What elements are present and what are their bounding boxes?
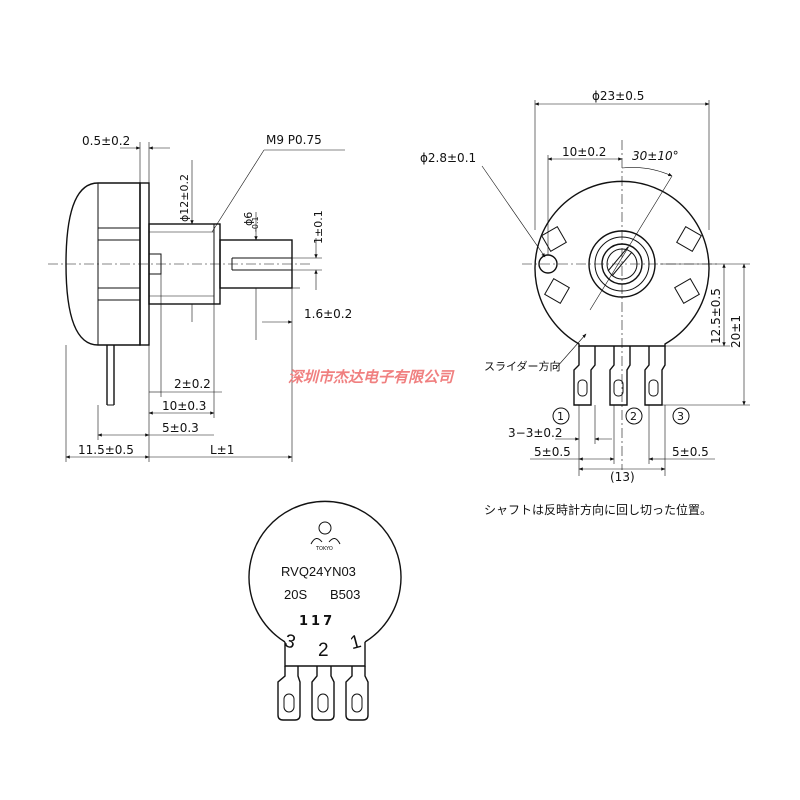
dim-shaft-dia-label: ϕ6: [242, 212, 255, 226]
spec-right-text: B503: [330, 587, 360, 602]
dim-slot-depth-label: 1.6±0.2: [304, 307, 352, 321]
label-base: [284, 642, 366, 667]
dim-bushing-len-label: 5±0.3: [162, 421, 199, 435]
pin-3-label: 3: [282, 630, 298, 653]
dim-hole-dia-label: ϕ2.8±0.1: [420, 151, 476, 165]
svg-text:1: 1: [557, 410, 564, 423]
label-body: [248, 500, 402, 643]
slider-direction-label: スライダー方向: [484, 359, 561, 373]
terminal-1-marker: [552, 407, 570, 425]
label-view: TOKYO RVQ24YN03 20S B503 117 3 2 1: [248, 500, 402, 721]
front-shaft: [601, 243, 643, 285]
dim-pitch-right-label: 5±0.5: [672, 445, 709, 459]
pin-1-label: 1: [348, 631, 364, 654]
dim-hole-offset-label: 10±0.2: [562, 145, 606, 159]
model-text: RVQ24YN03: [281, 564, 356, 579]
svg-text:2: 2: [630, 410, 637, 423]
svg-text:3: 3: [677, 410, 684, 423]
front-tab: [541, 226, 567, 252]
pin-2-label: 2: [318, 640, 329, 661]
terminal-3-marker: [672, 407, 690, 425]
dim-shaft-tol-label: -0.1: [251, 216, 260, 232]
side-view: 0.5±0.2 ϕ12±0.2 M9 P0.75 ϕ6 -0.1 1±0.1 1…: [48, 133, 352, 462]
lot-text: 117: [299, 614, 335, 629]
dim-pitch-left-label: 5±0.5: [534, 445, 571, 459]
dim-shaft-len-label: L±1: [210, 443, 234, 457]
dim-term-width-label: 3−3±0.2: [508, 426, 562, 440]
dim-body-dia-label: ϕ23±0.5: [592, 89, 644, 103]
dim-body-label: 11.5±0.5: [78, 443, 134, 457]
watermark-text: 深圳市杰达电子有限公司: [288, 368, 455, 386]
dim-key-label: 2±0.2: [174, 377, 211, 391]
front-bushing: [588, 230, 656, 298]
side-body: [65, 182, 141, 346]
front-body: [534, 180, 710, 347]
dim-height-label: 12.5±0.5: [709, 288, 723, 344]
dim-bushing-dia-label: ϕ12±0.2: [178, 174, 191, 222]
spec-left-text: 20S: [284, 587, 307, 602]
dim-total-height-label: 20±1: [729, 315, 743, 348]
terminal-2-marker: [625, 407, 643, 425]
front-terminals: [573, 346, 666, 406]
dim-slot-width-label: 1±0.1: [312, 210, 325, 244]
dim-flange-label: 0.5±0.2: [82, 134, 130, 148]
dim-angle-label: 30±10°: [632, 149, 679, 163]
brand-logo: TOKYO: [310, 521, 341, 552]
dim-span-label: (13): [610, 470, 635, 484]
shaft-position-note: シャフトは反時計方向に回し切った位置。: [484, 502, 712, 517]
dim-thread-label: M9 P0.75: [266, 133, 322, 147]
label-legs: [277, 666, 369, 721]
front-view: ϕ23±0.5 10±0.2 30±10° ϕ2.8±0.1 12.5±0.5 …: [288, 89, 750, 517]
dim-thread-len-label: 10±0.3: [162, 399, 206, 413]
svg-text:TOKYO: TOKYO: [315, 546, 333, 552]
